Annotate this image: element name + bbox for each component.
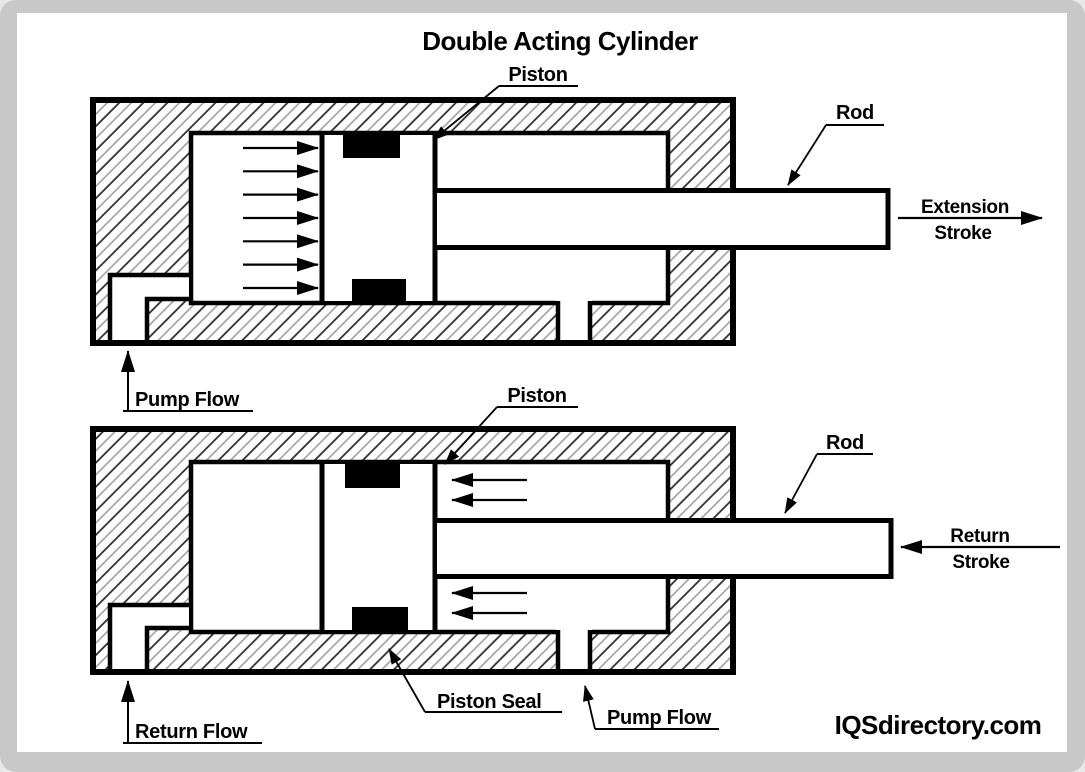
pressure-flow-arrows [243, 141, 319, 295]
piston-callout: Piston [444, 385, 578, 465]
return-stroke-label: Stroke [952, 552, 1009, 573]
watermark: IQSdirectory.com [835, 710, 1042, 740]
return-stroke-annotation: Return Stroke [900, 526, 1060, 573]
extension-stroke-label: Stroke [934, 223, 991, 244]
rod [437, 188, 891, 250]
pump-flow-label: Pump Flow [607, 707, 712, 729]
piston-seal-label: Piston Seal [437, 691, 542, 713]
piston-seal-top [343, 135, 400, 158]
extension-stroke-annotation: Extension Stroke [898, 197, 1043, 244]
rod [437, 518, 894, 579]
left-port [107, 272, 189, 345]
pump-flow-callout: Pump Flow [121, 350, 253, 412]
return-flow-label: Return Flow [135, 721, 248, 743]
piston-label: Piston [508, 64, 567, 86]
return-flow-callout: Return Flow [121, 680, 262, 744]
pump-flow-callout: Pump Flow [583, 685, 719, 730]
piston-callout: Piston [432, 64, 578, 141]
piston-seal-bottom [352, 607, 408, 630]
pump-flow-label: Pump Flow [135, 389, 240, 411]
figure-title: Double Acting Cylinder [422, 26, 698, 56]
piston-label: Piston [507, 385, 566, 407]
left-port [107, 602, 189, 674]
bottom-cylinder-diagram: Piston Rod Return Stroke Return Flow Pis… [90, 385, 1060, 744]
bottom-port [555, 299, 593, 342]
piston-seal-bottom [352, 279, 406, 301]
piston [319, 133, 438, 303]
rod-label: Rod [826, 432, 864, 454]
return-label: Return [950, 526, 1009, 547]
rod-callout: Rod [787, 102, 884, 186]
piston-seal-callout: Piston Seal [388, 648, 562, 713]
rod-callout: Rod [784, 432, 873, 514]
extension-label: Extension [921, 197, 1009, 218]
piston [319, 462, 438, 632]
piston-seal-top [345, 464, 400, 488]
bottom-port [555, 628, 593, 671]
pressure-flow-arrows [451, 473, 527, 620]
rod-label: Rod [836, 102, 874, 124]
top-cylinder-diagram: Piston Rod Extension Stroke Pump Flow [90, 64, 1043, 412]
